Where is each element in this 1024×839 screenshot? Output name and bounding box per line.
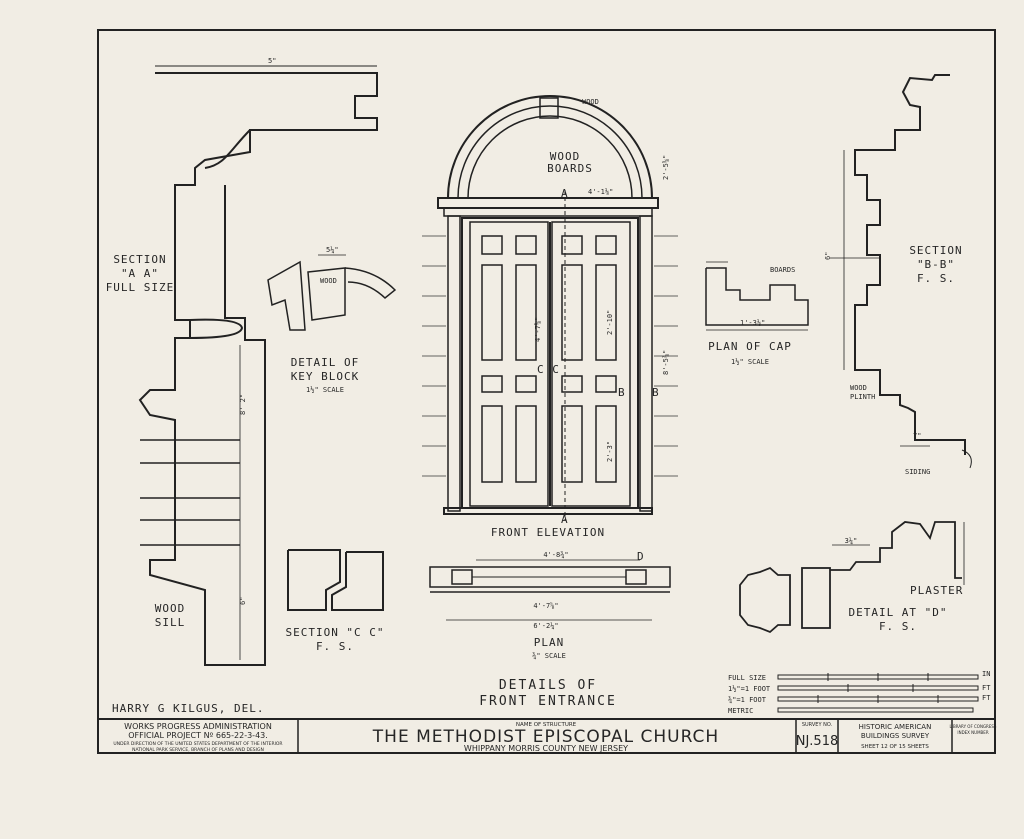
plan-drawing	[429, 559, 671, 621]
graphic-scale-bars	[777, 673, 979, 713]
wood-plinth-label-1: WOOD	[850, 384, 867, 392]
wpa-line-1: WORKS PROGRESS ADMINISTRATION	[124, 722, 272, 731]
plan-dim-overall: 6'-2¼"	[533, 622, 558, 630]
detail-d-dim: 3¼"	[845, 537, 858, 545]
library-line-2: INDEX NUMBER	[957, 730, 988, 735]
detail-d-label-1: DETAIL AT "D"	[848, 606, 947, 619]
front-elevation-title: FRONT ELEVATION	[491, 526, 605, 539]
elevation-wood-boards-1: WOOD	[550, 150, 581, 163]
wpa-line-2: OFFICIAL PROJECT Nº 665-22-3-43.	[128, 731, 268, 740]
plan-of-cap-dim: 1'-3⅛"	[740, 318, 765, 327]
scale-three-quarter-label: ¾"=1 FOOT	[728, 696, 767, 704]
elevation-dim-top: 4'-1⅛"	[588, 187, 613, 196]
key-block-drawing	[267, 254, 397, 331]
details-title-2: FRONT ENTRANCE	[479, 694, 617, 709]
section-aa-dim-mid: 8' 2"	[239, 394, 247, 415]
plan-of-cap-boards: BOARDS	[770, 266, 795, 274]
section-cc-drawing	[287, 549, 384, 611]
scale-unit-ft-2: FT	[982, 694, 991, 702]
section-cc-label-1: SECTION "C C"	[285, 626, 384, 639]
habs-line-2: BUILDINGS SURVEY	[861, 732, 930, 740]
section-marker-b-left: B	[618, 386, 626, 399]
plan-of-cap-drawing	[705, 261, 809, 331]
structure-name-label: NAME OF STRUCTURE	[516, 722, 577, 728]
scale-unit-in: IN	[982, 670, 990, 678]
elevation-dim-arch: 2'-5⅝"	[662, 155, 670, 180]
section-aa-label-2: "A A"	[121, 267, 159, 280]
key-block-dim-top: 5¼"	[326, 246, 339, 254]
title-block-frame	[97, 718, 996, 754]
section-bb-label-3: F. S.	[917, 272, 955, 285]
library-line-1: LIBRARY OF CONGRESS	[950, 724, 997, 729]
scale-one-half-label: 1½"=1 FOOT	[728, 685, 771, 693]
habs-line-1: HISTORIC AMERICAN	[859, 723, 932, 731]
elevation-dim-center: 4'-7⅝"	[534, 317, 542, 342]
elevation-wood-label: WOOD	[582, 98, 599, 106]
section-aa-label-1: SECTION	[113, 253, 166, 266]
plan-of-cap-label: PLAN OF CAP	[708, 340, 792, 353]
elevation-wood-boards-2: BOARDS	[547, 162, 593, 175]
scale-full-size-label: FULL SIZE	[728, 674, 766, 682]
section-marker-cc: C C	[537, 363, 560, 376]
wpa-line-4: NATIONAL PARK SERVICE, BRANCH OF PLANS A…	[132, 747, 264, 753]
structure-name: THE METHODIST EPISCOPAL CHURCH	[372, 727, 719, 747]
scale-unit-ft-1: FT	[982, 684, 991, 692]
wood-sill-label-1: WOOD	[155, 602, 186, 615]
section-marker-a-bottom: A	[561, 513, 569, 526]
plan-title: PLAN	[534, 636, 565, 649]
elevation-dim-panel-lower: 2'-3"	[606, 441, 614, 462]
key-block-scale: 1½" SCALE	[306, 386, 344, 394]
plan-dim-mid: 4'-7⅝"	[533, 602, 558, 610]
siding-label: SIDING	[905, 468, 930, 476]
elevation-dim-height: 8'-5⅞"	[662, 350, 670, 375]
wood-sill-label-2: SILL	[155, 616, 186, 629]
section-aa-label-3: FULL SIZE	[106, 281, 175, 294]
detail-d-drawing	[739, 521, 965, 634]
section-bb-label-2: "B-B"	[917, 258, 955, 271]
section-aa-dim-top: 5"	[268, 57, 276, 65]
section-marker-a-top: A	[561, 187, 569, 200]
key-block-label-1: DETAIL OF	[291, 356, 360, 369]
section-marker-b-right: B	[652, 386, 660, 399]
detail-d-label-2: F. S.	[879, 620, 917, 633]
section-cc-label-2: F. S.	[316, 640, 354, 653]
detail-d-plaster: PLASTER	[910, 584, 963, 597]
section-bb-dim: 6"	[824, 252, 832, 260]
plan-of-cap-scale: 1½" SCALE	[731, 358, 769, 366]
plan-dim-top: 4'-8¾"	[543, 551, 568, 559]
section-aa-drawing	[138, 65, 378, 666]
siding-lines-right	[654, 235, 678, 477]
structure-location: WHIPPANY MORRIS COUNTY NEW JERSEY	[464, 744, 628, 753]
details-title-1: DETAILS OF	[499, 678, 597, 693]
section-bb-label-1: SECTION	[909, 244, 962, 257]
section-bb-dim-bottom: 7"	[913, 432, 921, 440]
section-aa-dim-low: 6"	[239, 597, 247, 605]
survey-no: NJ.518	[796, 734, 839, 749]
delineator-credit: HARRY G KILGUS, DEL.	[112, 702, 264, 715]
plan-marker-d: D	[637, 550, 645, 563]
plan-scale: ¾" SCALE	[532, 652, 566, 660]
key-block-label-2: KEY BLOCK	[291, 370, 360, 383]
front-elevation-drawing	[437, 95, 659, 520]
sheet-number: SHEET 12 OF 15 SHEETS	[861, 744, 929, 750]
siding-lines-left	[422, 235, 446, 477]
survey-no-label: SURVEY NO.	[802, 722, 833, 728]
wpa-line-3: UNDER DIRECTION OF THE UNITED STATES DEP…	[113, 741, 282, 747]
scale-metric-label: METRIC	[728, 707, 753, 715]
section-bb-drawing	[830, 74, 972, 469]
key-block-wood-label: WOOD	[320, 277, 337, 285]
elevation-dim-panel-upper: 2'-10"	[606, 310, 614, 335]
wood-plinth-label-2: PLINTH	[850, 393, 875, 401]
